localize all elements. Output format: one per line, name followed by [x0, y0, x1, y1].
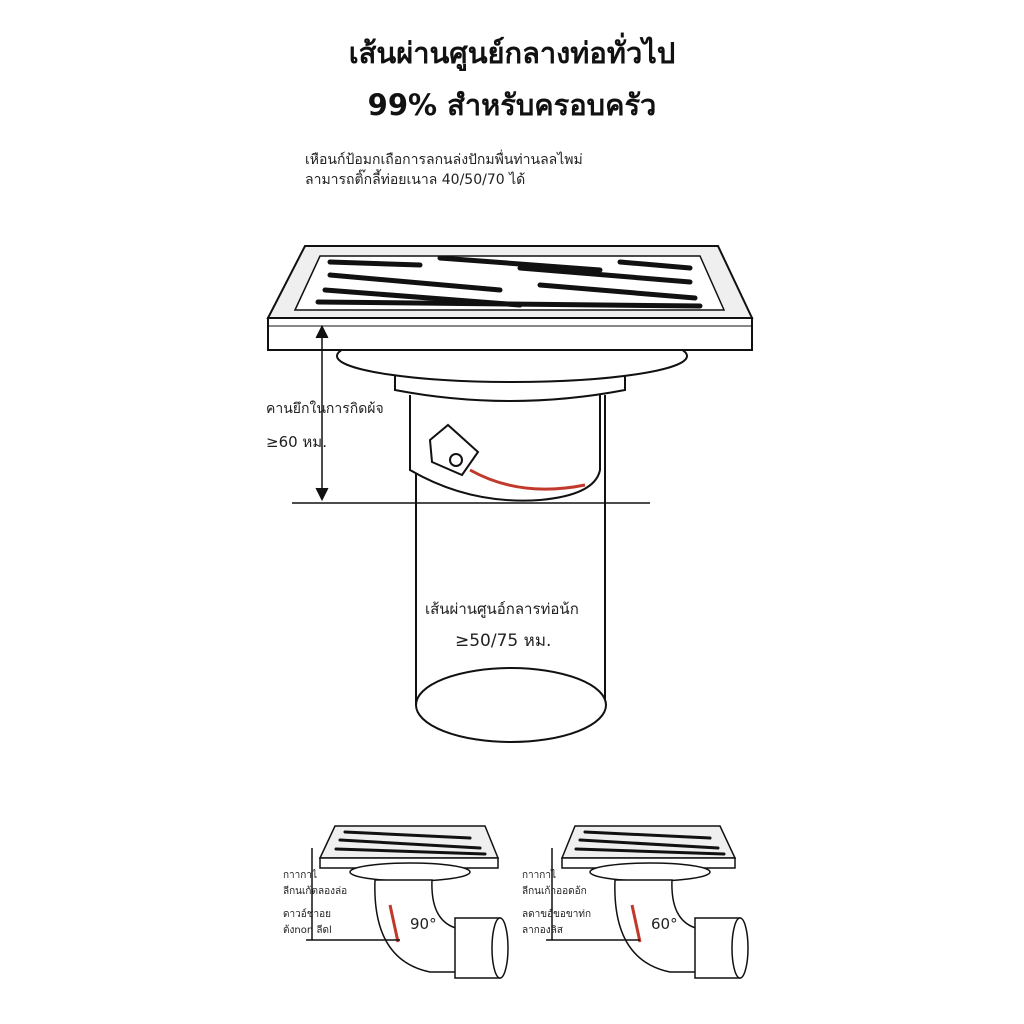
- elbow-60-illustration: [546, 825, 749, 979]
- pipe-value: ≥50/75 หม.: [455, 631, 552, 651]
- elbow-60-note-3: ลดาขอ์ขอขาท่ก: [522, 909, 592, 920]
- title-line-2: 99% สำหรับครอบครัว: [367, 88, 657, 122]
- elbow-60-note-2: ลีกนเก้าออดอ้ก: [522, 886, 587, 897]
- elbow-90-angle: 90°: [410, 915, 437, 933]
- title-line-1: เส้นผ่านศูนย์กลางท่อทั่วไป: [348, 36, 676, 70]
- elbow-60-note-1: กาากาไ: [522, 870, 556, 881]
- note-line-2: ลามารถติ๊กลี้ท่อยเนาล 40/50/70 ได้: [305, 172, 526, 188]
- elbow-60-angle: 60°: [651, 915, 678, 933]
- depth-label: คานยึกในการกิดผ้จ: [266, 401, 384, 417]
- elbow-90-note-4: ต้งnon ลีดl: [283, 925, 332, 936]
- elbow-90-note-1: กาากาไ: [283, 870, 317, 881]
- elbow-90-note-3: ดาวอ์ชาอย: [283, 909, 331, 920]
- elbow-90-note-2: ลีกนเก้ตลองล่อ: [283, 886, 348, 897]
- elbow-60-note-4: ลากองลิส: [522, 925, 563, 936]
- note-line-1: เหือนก์ป้อมกเถือการลกนล่งปักมพื่นท่านลลไ…: [305, 152, 583, 168]
- elbow-90-illustration: [306, 825, 509, 979]
- main-drain-illustration: [266, 245, 754, 743]
- depth-value: ≥60 หม.: [266, 433, 327, 451]
- pipe-label: เส้นผ่านศูนอ์กลารท่อน้ก: [425, 600, 579, 618]
